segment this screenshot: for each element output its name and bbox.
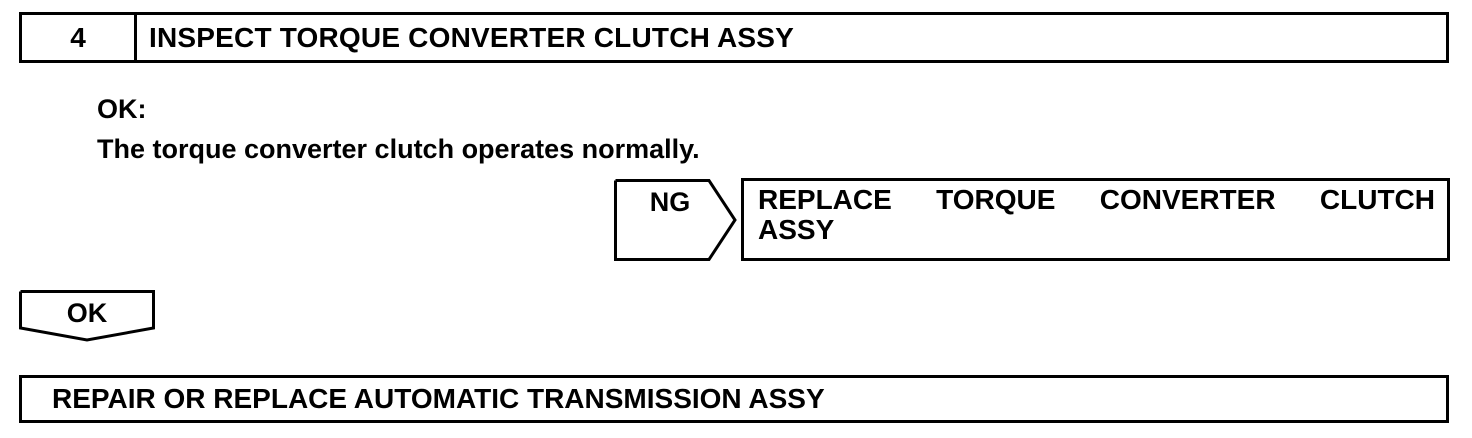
ng-arrow-icon [614, 179, 737, 261]
ng-action-line2: ASSY [758, 214, 835, 245]
ng-label: NG [649, 187, 691, 217]
criteria-label: OK: [97, 94, 147, 124]
ng-action-word: CLUTCH [1319, 184, 1435, 215]
step-header: 4 INSPECT TORQUE CONVERTER CLUTCH ASSY [19, 12, 1449, 63]
ng-action-box: REPLACE TORQUE CONVERTER CLUTCH ASSY [741, 178, 1450, 261]
step-title: INSPECT TORQUE CONVERTER CLUTCH ASSY [149, 21, 795, 53]
final-action-box: REPAIR OR REPLACE AUTOMATIC TRANSMISSION… [19, 375, 1449, 423]
ok-label: OK [66, 298, 108, 328]
ng-action-word: REPLACE [758, 184, 892, 215]
ng-action-word: TORQUE [936, 184, 1056, 215]
ng-action-word: CONVERTER [1099, 184, 1276, 215]
ok-arrow-icon [19, 290, 155, 342]
ng-action-line1: REPLACE TORQUE CONVERTER CLUTCH [758, 185, 1435, 215]
criteria-text: The torque converter clutch operates nor… [97, 134, 700, 164]
step-number: 4 [22, 15, 137, 60]
